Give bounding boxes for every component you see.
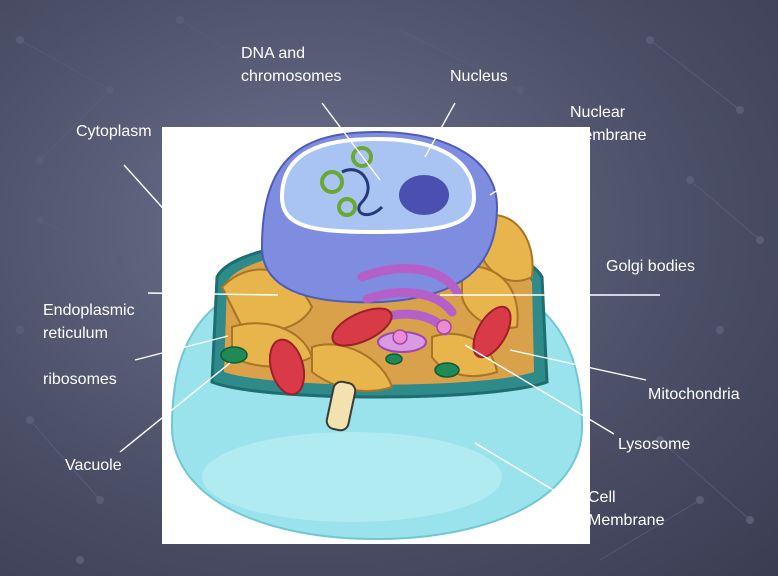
label-nucleus: Nucleus [450,68,508,85]
label-dna-chromosomes: DNA and chromosomes [241,45,342,85]
centriole [325,380,357,432]
label-cell-membrane: Cell Membrane [588,489,665,529]
label-nuclear-membrane: Nuclear Membrane [570,104,647,144]
label-endoplasmic-reticulum: Endoplasmic reticulum [43,302,135,342]
label-cytoplasm: Cytoplasm [76,123,152,140]
animal-cell-illustration [170,130,584,541]
nucleus [260,130,499,304]
lysosomes [392,319,452,345]
label-mitochondria: Mitochondria [648,386,740,403]
label-vacuole: Vacuole [65,457,122,474]
cell-diagram-panel [162,127,590,544]
label-ribosomes: ribosomes [43,371,117,388]
label-golgi-bodies: Golgi bodies [606,258,695,275]
label-lysosome: Lysosome [618,436,691,453]
